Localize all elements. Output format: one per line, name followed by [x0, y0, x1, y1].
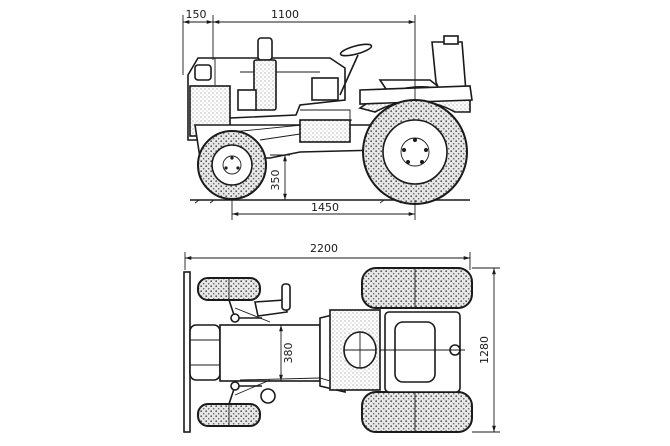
dim-label-front-overhang: 150 [186, 8, 207, 21]
seat-back-top-view [281, 283, 291, 311]
engine-top-view [219, 324, 321, 382]
seat-back [431, 41, 467, 93]
seat-rear-top [394, 321, 436, 383]
lug-nut [406, 160, 410, 164]
lug-nut [413, 138, 417, 142]
steering-column [339, 54, 359, 96]
rear-rim [382, 119, 448, 185]
rear-left-tire [361, 267, 473, 309]
top-view [183, 252, 500, 433]
dim-label-wheelbase-top: 1100 [271, 8, 299, 21]
seat-top-view [254, 299, 288, 317]
fender-plate [359, 85, 473, 105]
radiator-top-view [189, 324, 221, 381]
rear-right-tire [361, 391, 473, 433]
lug-nut [236, 166, 240, 170]
dashboard [311, 77, 339, 101]
dim-label-ground-clearance: 350 [269, 170, 282, 191]
steering-wheel [339, 43, 373, 57]
headlight [194, 64, 212, 81]
dim-label-wheelbase: 1450 [311, 201, 339, 214]
tie-rod [234, 307, 271, 396]
air-filter [257, 37, 273, 61]
lug-nut [424, 148, 428, 152]
lug-nut [224, 166, 228, 170]
kingpin [230, 381, 240, 391]
front-rim [211, 144, 253, 186]
pedal [260, 388, 276, 404]
front-bumper [183, 271, 191, 433]
front-hub [222, 155, 242, 175]
dim-label-overall-length: 2200 [310, 242, 338, 255]
seat-top [443, 35, 459, 45]
carburetor [237, 89, 257, 111]
fuel-tank [253, 59, 277, 111]
kingpin [230, 313, 240, 323]
dim-label-front-track: 380 [282, 343, 295, 364]
gearbox [299, 119, 351, 143]
side-view [182, 15, 473, 220]
lug-nut [420, 160, 424, 164]
ground-hatch [194, 199, 425, 204]
lug-nut [230, 156, 234, 160]
dim-label-overall-width: 1280 [478, 336, 491, 364]
lug-nut [402, 148, 406, 152]
